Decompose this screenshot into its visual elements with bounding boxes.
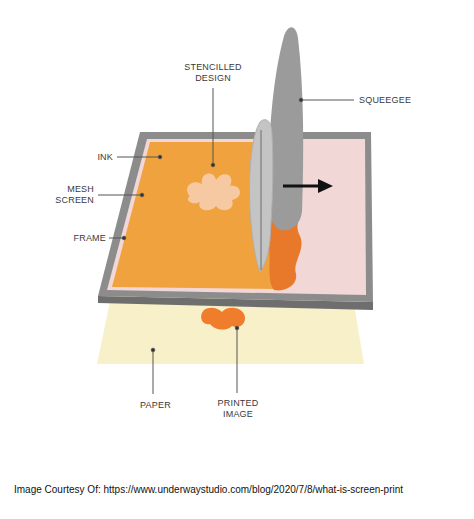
part-label: STENCILLED DESIGN bbox=[182, 62, 244, 84]
direction-arrow bbox=[283, 185, 322, 188]
mesh-screen bbox=[107, 139, 366, 295]
image-credit: Image Courtesy Of: https://www.underways… bbox=[14, 484, 403, 495]
part-label: MESH SCREEN bbox=[54, 184, 94, 206]
arrow-head bbox=[318, 179, 333, 193]
frame bbox=[98, 132, 373, 302]
stencilled-design bbox=[187, 174, 240, 211]
part-label: FRAME bbox=[56, 233, 106, 244]
part-label: PRINTED IMAGE bbox=[213, 398, 263, 420]
blade-edge bbox=[260, 130, 262, 270]
part-label: SQUEEGEE bbox=[359, 95, 439, 106]
squeegee-blade bbox=[249, 120, 272, 272]
printed-image bbox=[201, 308, 245, 330]
squeegee-handle bbox=[268, 27, 303, 230]
leader-lines bbox=[98, 88, 354, 394]
part-label: INK bbox=[73, 152, 113, 163]
part-label: PAPER bbox=[140, 400, 190, 411]
